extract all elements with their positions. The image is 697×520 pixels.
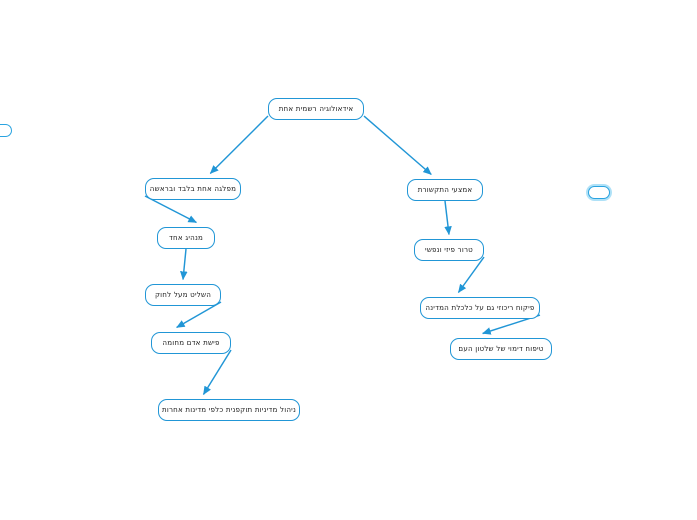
node-root[interactable]: אידאולוגיה רשמית אחת <box>268 98 364 120</box>
edge-human-conquest-to-aggressive-policy <box>202 349 232 395</box>
node-leader[interactable]: מנהיג אחד <box>157 227 215 249</box>
edge-leader-to-above-law <box>180 248 188 281</box>
node-economy[interactable]: פיקוח ריכוזי גם על כלכלת המדינה <box>420 297 540 319</box>
node-label: טרור פיזי ונפשי <box>425 245 473 255</box>
node-terror[interactable]: טרור פיזי ונפשי <box>414 239 484 261</box>
node-label: טיפוח דימוי של שלטון העם <box>458 344 544 354</box>
edge-root-to-party <box>209 115 269 175</box>
node-label: ניהול מדיניות תוקפנית כלפי מדינות אחרות <box>161 405 297 415</box>
node-label: פיקוח ריכוזי גם על כלכלת המדינה <box>425 303 535 313</box>
edge-party-to-leader <box>144 195 197 224</box>
edge-root-to-media <box>363 115 432 176</box>
node-label: מפלגה אחת בלבד ובראשה <box>149 184 237 194</box>
node-media[interactable]: אמצעי התקשורת <box>407 179 483 201</box>
node-label: השליט מעל לחוק <box>154 290 212 300</box>
node-label: מנהיג אחד <box>168 233 204 243</box>
node-above-law[interactable]: השליט מעל לחוק <box>145 284 221 306</box>
edge-terror-to-economy <box>457 256 485 293</box>
edge-media-to-terror <box>444 200 452 236</box>
node-label: פישת אדם מחומה <box>162 338 220 348</box>
stub-left[interactable] <box>0 124 12 137</box>
node-party[interactable]: מפלגה אחת בלבד ובראשה <box>145 178 241 200</box>
node-aggressive-policy[interactable]: ניהול מדיניות תוקפנית כלפי מדינות אחרות <box>158 399 300 421</box>
node-human-conquest[interactable]: פישת אדם מחומה <box>151 332 231 354</box>
node-label: אמצעי התקשורת <box>417 185 473 195</box>
node-image-of-rule[interactable]: טיפוח דימוי של שלטון העם <box>450 338 552 360</box>
stub-right[interactable] <box>588 186 610 199</box>
node-label: אידאולוגיה רשמית אחת <box>278 104 354 114</box>
